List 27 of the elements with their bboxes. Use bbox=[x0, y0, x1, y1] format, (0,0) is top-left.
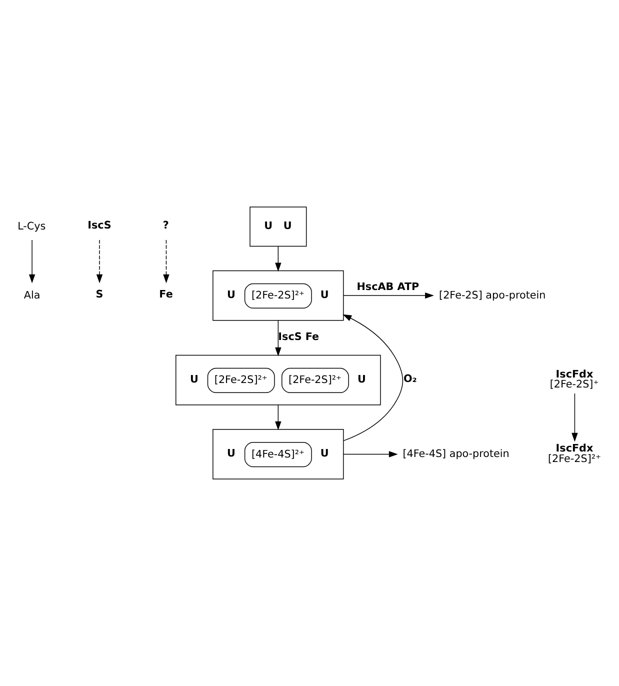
node-text: [2Fe-2S] apo-protein bbox=[439, 289, 546, 302]
arrow bbox=[342, 314, 404, 442]
arrow bbox=[96, 240, 103, 284]
arrow bbox=[343, 292, 434, 299]
arrow bbox=[28, 240, 36, 284]
arrow bbox=[275, 246, 282, 272]
arrow bbox=[572, 393, 578, 442]
arrow bbox=[275, 320, 282, 356]
node-box: U [2Fe-2S]²⁺ [2Fe-2S]²⁺ U bbox=[176, 354, 381, 406]
node-text: S bbox=[96, 288, 104, 301]
arrow bbox=[275, 404, 282, 430]
node-text: [4Fe-4S] apo-protein bbox=[402, 448, 510, 460]
edge-label: O₂ bbox=[403, 373, 417, 386]
node-text: ? bbox=[162, 220, 169, 232]
edge-label: IscS Fe bbox=[278, 330, 320, 343]
node-box: U U bbox=[250, 206, 307, 247]
arrow bbox=[163, 240, 170, 284]
edge-label: HscAB ATP bbox=[356, 280, 420, 293]
node-box: U [2Fe-2S]²⁺ U bbox=[212, 270, 344, 321]
node-box: U [4Fe-4S]²⁺ U bbox=[212, 429, 344, 480]
arrow bbox=[343, 451, 398, 458]
node-text: Ala bbox=[24, 289, 40, 302]
node-text: IscS bbox=[88, 220, 112, 232]
node-text: Fe bbox=[159, 288, 173, 301]
node-text: IscFdx [2Fe-2S]⁺ bbox=[550, 368, 599, 391]
node-text: L-Cys bbox=[18, 220, 46, 232]
node-text: IscFdx [2Fe-2S]²⁺ bbox=[548, 442, 601, 465]
